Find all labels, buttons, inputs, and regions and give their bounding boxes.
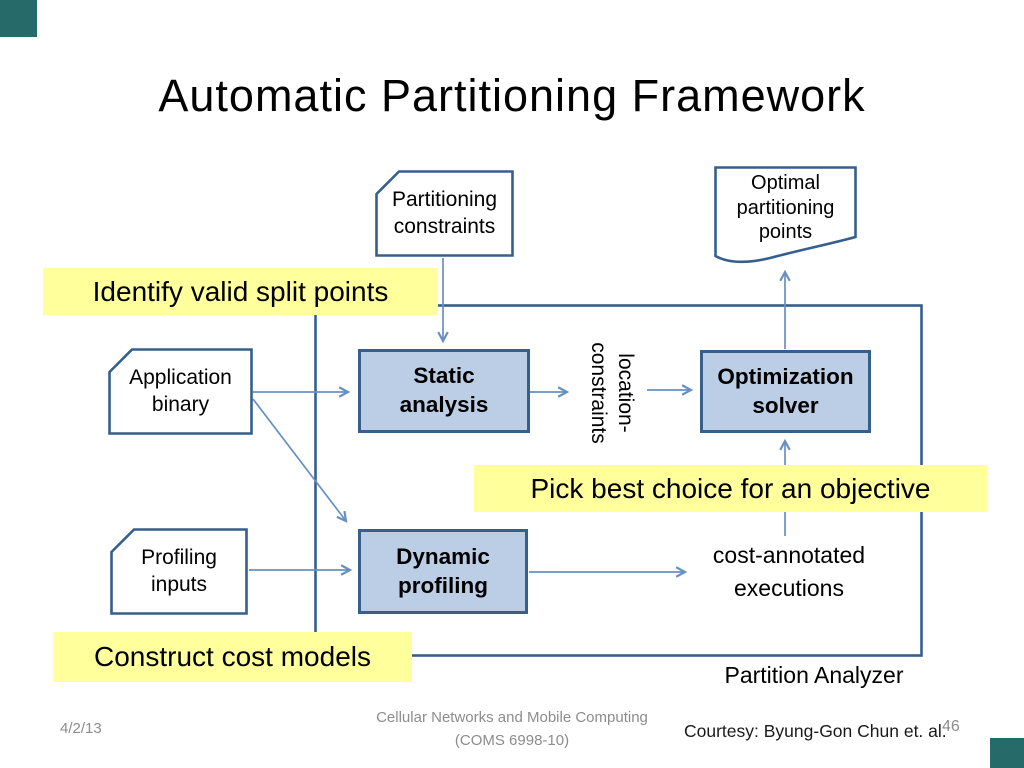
shape-label-line: Partitioning [391, 188, 498, 212]
edge-label-cost-annotated-executions: cost-annotated executions [689, 539, 889, 604]
process-label-line: profiling [398, 572, 488, 598]
partition-analyzer-label: Partition Analyzer [724, 662, 904, 688]
process-box-optimization-solver: Optimization solver [700, 350, 871, 433]
theme-corner-accent-top-left [0, 0, 37, 37]
shape-label-line: Application [129, 366, 232, 390]
shape-label-line: Profiling [141, 546, 217, 570]
slide-title: Automatic Partitioning Framework [158, 70, 866, 121]
footer-course-title: Cellular Networks and Mobile Computing (… [312, 707, 712, 752]
card-outline [110, 528, 248, 615]
process-label-line: analysis [399, 392, 489, 417]
arrow-binary-to-dynamic-profiling [252, 398, 348, 523]
edge-label-location-constraints: location- constraints [583, 323, 639, 463]
edge-label-line: location- [614, 353, 637, 433]
shape-optimal-partitioning-points: Optimal partitioning points [714, 166, 857, 265]
edge-label-line: constraints [586, 342, 610, 444]
shape-label-line: constraints [393, 214, 496, 238]
shape-profiling-inputs: Profiling inputs [110, 528, 248, 615]
shape-label-line: points [758, 221, 813, 244]
highlight-identify-valid-split-points: Identify valid split points [43, 268, 438, 315]
shape-label-line: inputs [150, 572, 208, 596]
process-label-line: solver [752, 392, 819, 418]
shape-application-binary: Application binary [108, 348, 253, 435]
footer-course-line: (COMS 6998-10) [454, 731, 570, 749]
shape-label-line: partitioning [736, 196, 835, 219]
highlight-pick-best-choice: Pick best choice for an objective [474, 465, 987, 512]
footer-courtesy-credit: Courtesy: Byung-Gon Chun et. al. [684, 721, 947, 741]
process-box-dynamic-profiling: Dynamic profiling [358, 529, 528, 614]
process-label-line: Dynamic [396, 543, 490, 569]
highlight-construct-cost-models: Construct cost models [53, 632, 412, 682]
footer-course-line: Cellular Networks and Mobile Computing [376, 709, 648, 726]
shape-partitioning-constraints: Partitioning constraints [375, 170, 514, 257]
card-outline [375, 170, 514, 257]
theme-corner-accent-bottom-right [990, 738, 1024, 768]
footer-date: 4/2/13 [60, 720, 102, 737]
process-box-static-analysis: Static analysis [358, 349, 530, 433]
process-label-line: Static [413, 363, 475, 389]
shape-label-line: Optimal [751, 172, 820, 194]
shape-label-line: binary [151, 392, 210, 416]
document-outline [714, 166, 857, 264]
edge-label-line: cost-annotated [712, 542, 866, 568]
edge-label-line: executions [734, 574, 844, 601]
card-outline [108, 348, 253, 435]
process-label-line: Optimization [717, 363, 854, 389]
footer-page-number: 46 [942, 718, 960, 735]
